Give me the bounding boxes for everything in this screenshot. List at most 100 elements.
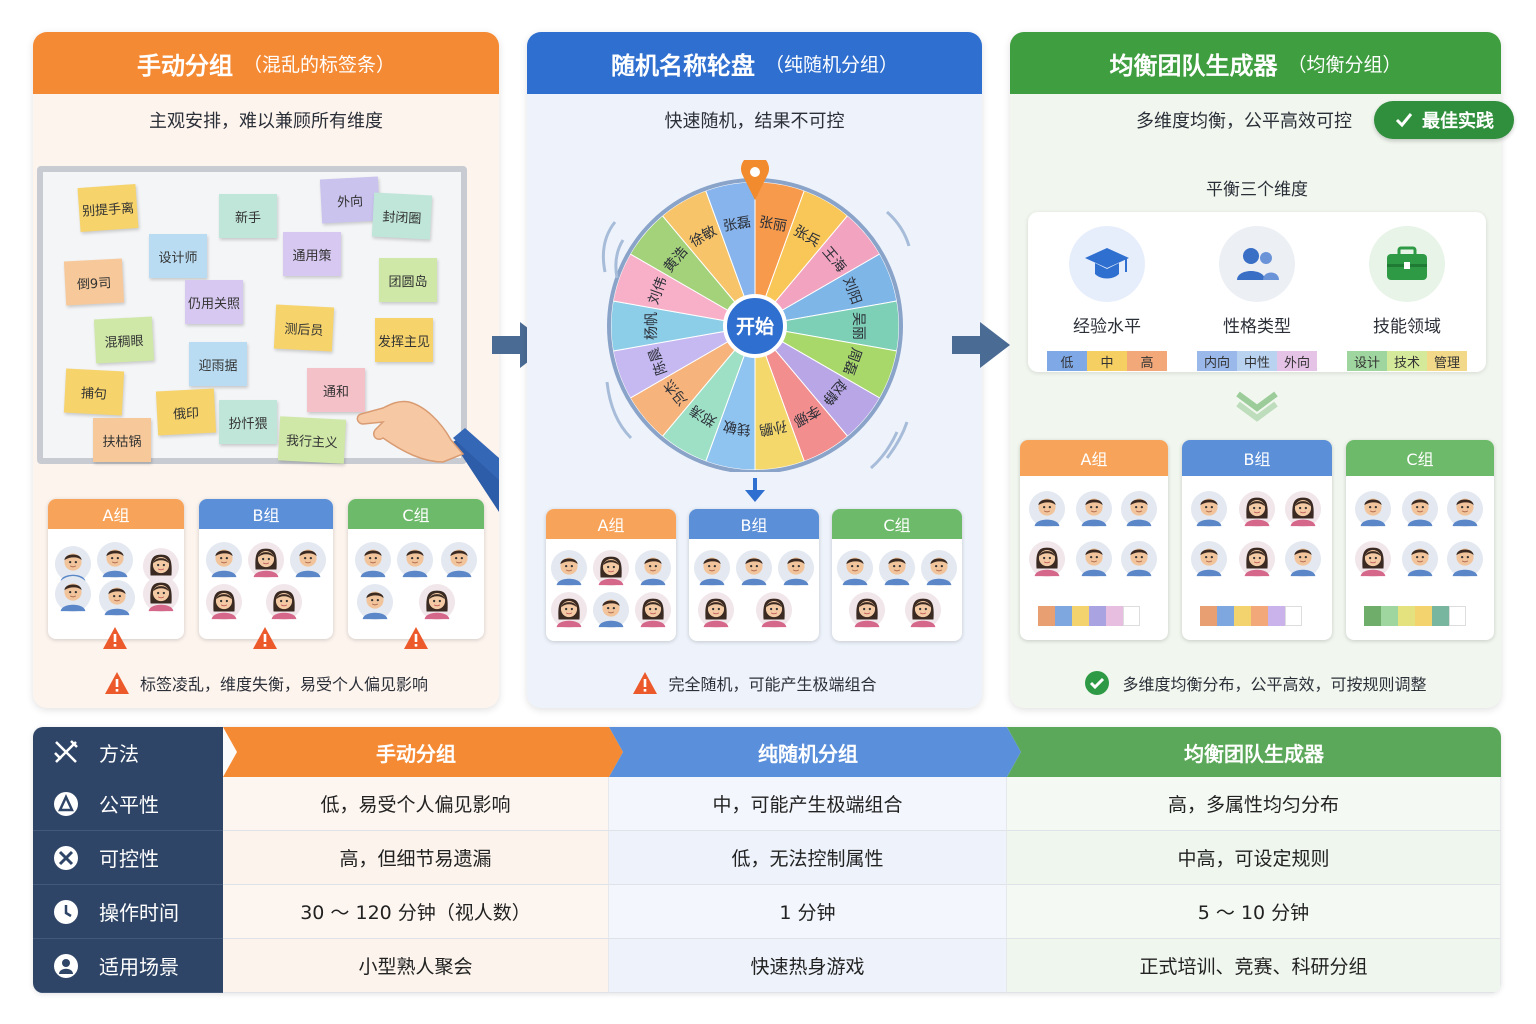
level-segment: 管理: [1427, 351, 1467, 371]
table-cell: 小型熟人聚会: [223, 939, 609, 993]
avatar: [1401, 490, 1439, 528]
sticky-note[interactable]: 扶枯锅: [93, 418, 151, 462]
wheel-center-label: 开始: [736, 315, 774, 338]
sticky-note[interactable]: 外向: [319, 176, 381, 224]
sticky-note[interactable]: 仍用关照: [185, 280, 243, 324]
warning-icon: [253, 627, 277, 649]
best-practice-badge: 最佳实践: [1374, 101, 1514, 139]
panel-title: 均衡团队生成器: [1109, 51, 1278, 80]
table-cell: 快速热身游戏: [609, 939, 1007, 993]
row-label-text: 适用场景: [99, 955, 179, 979]
level-segment: 技术: [1387, 351, 1427, 371]
arrow-right-icon: [952, 322, 1010, 368]
method-icon: [54, 740, 78, 763]
avatar: [418, 583, 456, 621]
avatar: [550, 549, 588, 587]
dimensions-title: 平衡三个维度: [1206, 180, 1308, 200]
sticky-note[interactable]: 新手: [219, 194, 277, 238]
manual-grouping-panel: 手动分组 （混乱的标签条） 主观安排，难以兼顾所有维度 别提手离 新手 外向 封…: [33, 32, 499, 708]
group-title: A组: [48, 499, 184, 529]
dimension-label: 技能领域: [1373, 317, 1441, 337]
attribute-color-bar: [1200, 606, 1302, 626]
fairness-icon: [54, 791, 78, 816]
level-segment: 内向: [1197, 351, 1237, 371]
warning-icon: [103, 627, 127, 649]
wheel-slice-label: 钱敏: [722, 417, 752, 438]
dimension-skill: 技能领域 设计 技术 管理: [1342, 226, 1472, 371]
panel-footer: 标签凌乱，维度失衡，易受个人偏见影响: [33, 658, 499, 708]
sticky-note[interactable]: 倒9司: [63, 258, 125, 306]
avatar: [1028, 540, 1066, 578]
panel-title: 手动分组: [136, 51, 233, 80]
briefcase-icon: [1387, 246, 1427, 280]
header-col-text: 均衡团队生成器: [1184, 741, 1324, 766]
avatar: [1190, 490, 1228, 528]
group-card-c: C组: [1346, 440, 1494, 640]
header-col-text: 手动分组: [376, 741, 456, 766]
group-card-b: B组: [1182, 440, 1332, 640]
avatar: [1190, 540, 1228, 578]
group-title: C组: [1346, 440, 1494, 476]
avatar: [755, 591, 793, 629]
arrow-down-icon: [745, 478, 765, 502]
sticky-note[interactable]: 别提手离: [77, 184, 139, 232]
sticky-note[interactable]: 俄印: [155, 388, 217, 436]
avatar: [1120, 540, 1158, 578]
clock-icon: [54, 899, 78, 924]
sticky-note[interactable]: 混稠眼: [93, 316, 155, 364]
panel-footer: 完全随机，可能产生极端组合: [527, 658, 982, 708]
sticky-note[interactable]: 封闭圈: [371, 192, 433, 240]
sticky-note-board: 别提手离 新手 外向 封闭圈 设计师 通用策 倒9司 团圆岛 仍用关照 测后员 …: [37, 166, 467, 464]
avatar: [265, 583, 303, 621]
table-row: 可控性 高，但细节易遗漏 低，无法控制属性 中高，可设定规则: [33, 831, 1501, 885]
avatar: [1446, 540, 1484, 578]
table-header-label: 方法: [33, 727, 223, 777]
avatar: [356, 583, 394, 621]
avatar: [1120, 490, 1158, 528]
warning-icon: [404, 627, 428, 649]
avatar: [1075, 540, 1113, 578]
panel-description: 快速随机，结果不可控: [664, 111, 845, 132]
sticky-note[interactable]: 设计师: [149, 234, 207, 278]
sticky-note[interactable]: 我行主义: [277, 416, 347, 464]
avatar: [205, 541, 243, 579]
table-header-row: 方法 手动分组 纯随机分组 均衡团队生成器: [33, 727, 1501, 777]
sticky-note[interactable]: 扮忏猥: [219, 400, 277, 444]
row-label: 可控性: [33, 831, 223, 885]
avatar: [1028, 490, 1066, 528]
group-card-a: A组: [546, 509, 676, 641]
sticky-note[interactable]: 团圆岛: [379, 258, 437, 302]
sticky-note[interactable]: 捕句: [63, 368, 125, 416]
header-label-text: 方法: [99, 741, 139, 766]
group-title: A组: [546, 509, 676, 539]
level-segment: 中性: [1237, 351, 1277, 371]
sticky-note[interactable]: 通和: [307, 368, 365, 412]
panel-header: 均衡团队生成器 （均衡分组）: [1010, 32, 1501, 94]
comparison-table: 方法 手动分组 纯随机分组 均衡团队生成器 公平性 低，易受个人偏见影响 中，可…: [33, 727, 1501, 993]
table-cell: 30 ～ 120 分钟（视人数）: [223, 885, 609, 939]
avatar: [920, 549, 958, 587]
warning-icon: [104, 672, 129, 694]
balanced-generator-panel: 均衡团队生成器 （均衡分组） 多维度均衡，公平高效可控 最佳实践 经验水平 低 …: [1010, 32, 1514, 708]
wheel-slice-label: 杨帆: [644, 312, 660, 340]
group-card-a: A组: [1020, 440, 1168, 640]
wheel-start-button[interactable]: [723, 294, 787, 358]
attribute-color-bar: [1038, 606, 1140, 626]
table-row: 操作时间 30 ～ 120 分钟（视人数） 1 分钟 5 ～ 10 分钟: [33, 885, 1501, 939]
avatar: [142, 575, 180, 613]
graduation-cap-icon: [1085, 248, 1129, 279]
avatar: [289, 541, 327, 579]
random-wheel-panel: 随机名称轮盘 （纯随机分组） 快速随机，结果不可控 张丽张兵王海刘阳吴丽周磊赵静…: [527, 32, 982, 708]
avatar: [697, 591, 735, 629]
table-row: 公平性 低，易受个人偏见影响 中，可能产生极端组合 高，多属性均匀分布: [33, 777, 1501, 831]
panel-description: 多维度均衡，公平高效可控: [1136, 111, 1352, 132]
row-label-text: 公平性: [99, 793, 159, 817]
sticky-note[interactable]: 测后员: [273, 304, 335, 352]
avatar: [634, 549, 672, 587]
avatar: [1284, 490, 1322, 528]
avatar: [54, 575, 92, 613]
name-wheel[interactable]: 张丽张兵王海刘阳吴丽周磊赵静李娜孙鹏钱敏郑涛冯杰陈晨杨帆刘伟黄浩徐敏张磊 开始: [605, 160, 905, 472]
sticky-note[interactable]: 通用策: [283, 232, 341, 276]
sticky-note[interactable]: 发挥主见: [375, 318, 433, 362]
sticky-note[interactable]: 迎雨据: [189, 342, 247, 386]
